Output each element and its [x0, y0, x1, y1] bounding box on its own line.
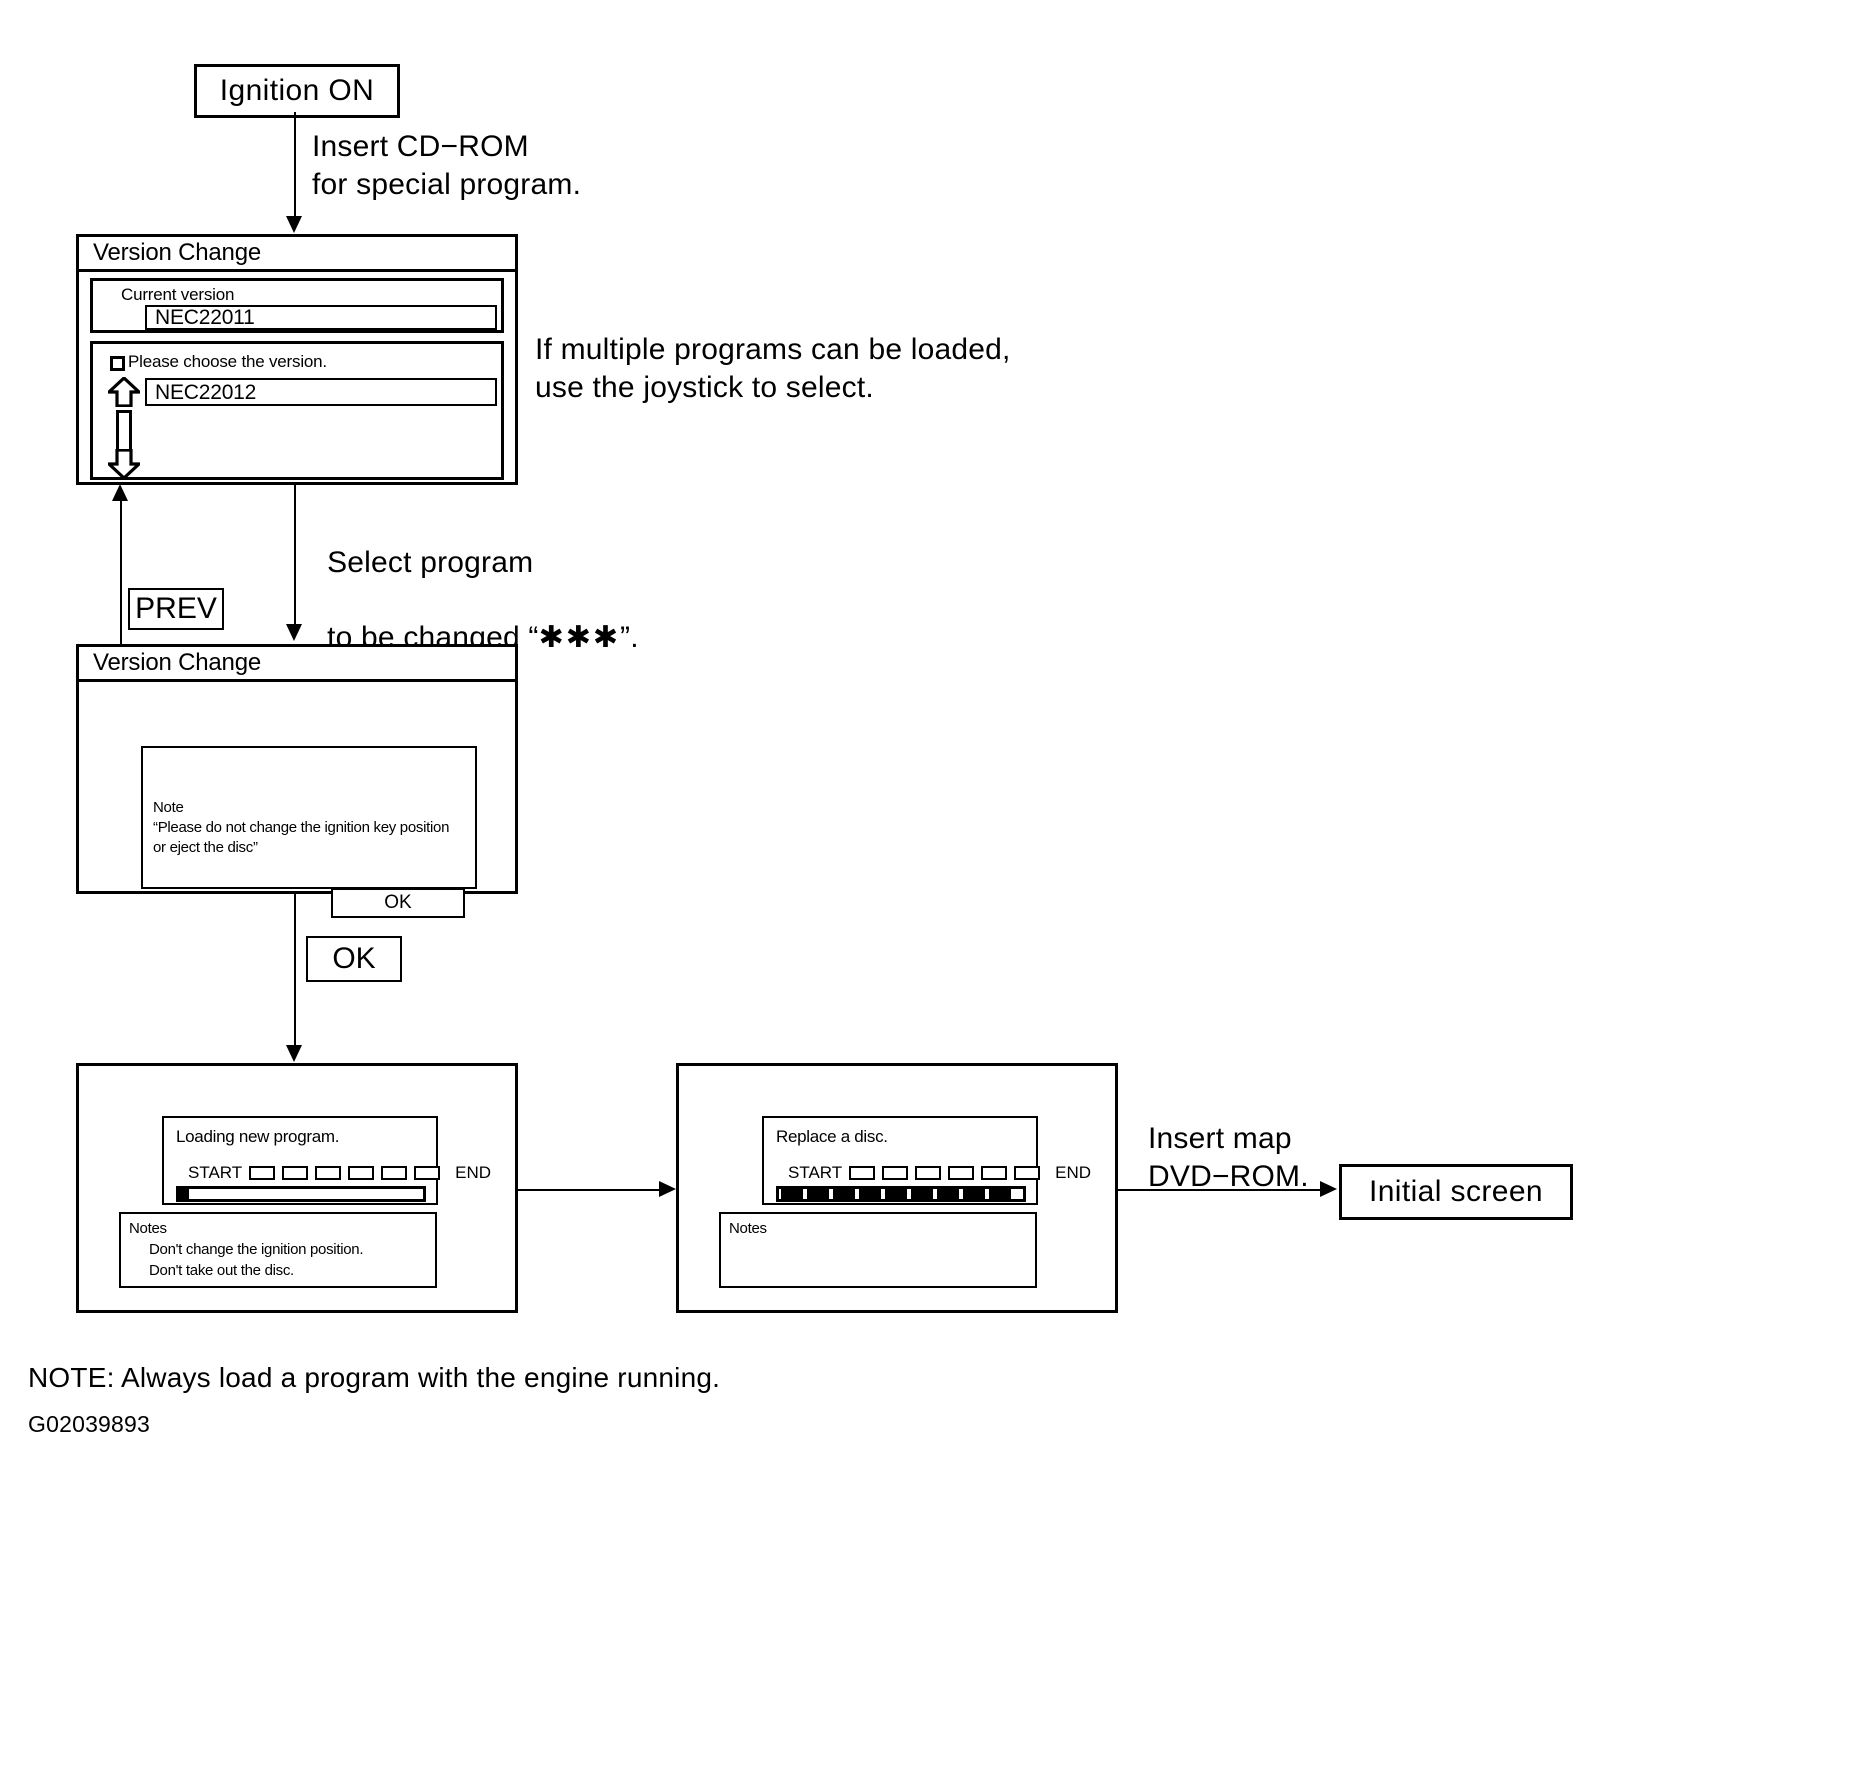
note-ok-button[interactable]: OK — [331, 888, 465, 918]
arrow-right-icon — [1320, 1181, 1337, 1197]
arrow-up-icon — [112, 484, 128, 501]
current-version-label: Current version — [121, 285, 235, 304]
loading-notes-line1: Don't change the ignition position. — [149, 1241, 364, 1258]
edge-label-select-program-line2-post: ”. — [620, 620, 639, 654]
square-bullet-icon — [110, 356, 125, 371]
arrow-down-icon[interactable] — [104, 448, 144, 481]
loading-progress-bar — [176, 1186, 426, 1202]
note-line2: or eject the disc” — [153, 839, 258, 856]
screen-version-note-title: Version Change — [79, 647, 515, 682]
edge-label-insert-map-dvd: Insert map DVD−ROM. — [1148, 1122, 1309, 1193]
screen-version-note: Version Change Note “Please do not chang… — [76, 644, 518, 918]
loading-progress-fill — [179, 1189, 189, 1199]
note-panel: Note “Please do not change the ignition … — [141, 746, 477, 889]
tick-box — [315, 1166, 342, 1180]
footer-note: NOTE: Always load a program with the eng… — [28, 1362, 721, 1393]
available-version-value[interactable]: NEC22012 — [145, 378, 497, 406]
prev-button[interactable]: PREV — [128, 588, 224, 630]
edge-label-select-program-line1: Select program — [327, 545, 534, 579]
progress-segment — [911, 1188, 933, 1200]
progress-segment — [833, 1188, 855, 1200]
screen-version-select-title: Version Change — [79, 237, 515, 272]
ok-button[interactable]: OK — [306, 936, 402, 982]
replace-message: Replace a disc. — [776, 1127, 888, 1146]
progress-segment — [885, 1188, 907, 1200]
loading-panel: Loading new program. START END — [162, 1116, 491, 1205]
edge-label-multiple-programs: If multiple programs can be loaded, use … — [535, 333, 1011, 404]
node-initial-screen: Initial screen — [1339, 1164, 1573, 1220]
connector-replace-to-initial — [1118, 1189, 1328, 1191]
screen-version-select: Version Change Current version NEC22011 … — [76, 234, 518, 485]
connector-loading-to-replace — [518, 1189, 666, 1191]
tick-box — [348, 1166, 375, 1180]
arrow-down-icon — [286, 624, 302, 641]
edge-label-select-program-stars: ✱✱✱ — [538, 620, 620, 654]
loading-notes-heading: Notes — [129, 1220, 167, 1237]
progress-segment — [807, 1188, 829, 1200]
figure-id: G02039893 — [28, 1411, 151, 1437]
tick-box — [915, 1166, 942, 1180]
scroll-thumb[interactable] — [116, 410, 132, 452]
replace-panel: Replace a disc. START END — [762, 1116, 1091, 1205]
tick-box — [249, 1166, 276, 1180]
node-initial-screen-label: Initial screen — [1368, 1175, 1543, 1208]
loading-start-label: START — [188, 1163, 243, 1182]
tick-box — [981, 1166, 1008, 1180]
arrow-down-icon — [286, 1045, 302, 1062]
current-version-group: Current version NEC22011 — [90, 278, 504, 333]
node-ignition-on-label: Ignition ON — [219, 74, 375, 107]
note-ok-button-label: OK — [384, 892, 412, 913]
tick-box — [948, 1166, 975, 1180]
tick-box — [282, 1166, 309, 1180]
progress-segment — [781, 1188, 803, 1200]
loading-end-label: END — [455, 1163, 492, 1182]
connector-prev-return — [120, 497, 122, 645]
note-heading: Note — [153, 799, 184, 816]
arrow-right-icon — [659, 1181, 676, 1197]
replace-start-label: START — [788, 1163, 843, 1182]
tick-box — [849, 1166, 876, 1180]
progress-segment — [859, 1188, 881, 1200]
replace-tick-row: START END — [788, 1163, 1091, 1183]
tick-box — [882, 1166, 909, 1180]
edge-label-insert-cdrom: Insert CD−ROM for special program. — [312, 130, 582, 201]
progress-segment — [937, 1188, 959, 1200]
screen-replace-disc: Replace a disc. START END — [676, 1063, 1118, 1313]
loading-notes-line2: Don't take out the disc. — [149, 1262, 294, 1279]
tick-box — [381, 1166, 408, 1180]
prev-button-label: PREV — [135, 592, 217, 625]
screen-loading: Loading new program. START END Notes Don… — [76, 1063, 518, 1313]
note-line1: “Please do not change the ignition key p… — [153, 819, 450, 836]
tick-box — [1014, 1166, 1041, 1180]
connector-note-to-loading — [294, 894, 296, 1049]
current-version-value: NEC22011 — [145, 305, 497, 330]
tick-box — [414, 1166, 441, 1180]
progress-segment — [963, 1188, 985, 1200]
node-ignition-on: Ignition ON — [194, 64, 400, 118]
replace-notes-panel: Notes — [719, 1212, 1037, 1288]
replace-progress-segments — [781, 1188, 1011, 1200]
loading-notes-panel: Notes Don't change the ignition position… — [119, 1212, 437, 1288]
arrow-up-icon[interactable] — [104, 375, 144, 408]
loading-message: Loading new program. — [176, 1127, 340, 1146]
progress-segment — [989, 1188, 1011, 1200]
ok-button-label: OK — [332, 942, 376, 975]
replace-progress-bar — [776, 1186, 1026, 1202]
connector-select-to-note — [294, 485, 296, 628]
replace-end-label: END — [1055, 1163, 1092, 1182]
choose-version-label: Please choose the version. — [128, 352, 327, 371]
connector-ignition-to-version — [294, 112, 296, 219]
choose-version-group: Please choose the version. NEC22012 — [90, 341, 504, 481]
arrow-down-icon — [286, 216, 302, 233]
replace-notes-heading: Notes — [729, 1220, 767, 1237]
loading-tick-row: START END — [188, 1163, 491, 1183]
edge-label-select-program: Select program to be changed “✱✱✱”. — [310, 506, 639, 656]
